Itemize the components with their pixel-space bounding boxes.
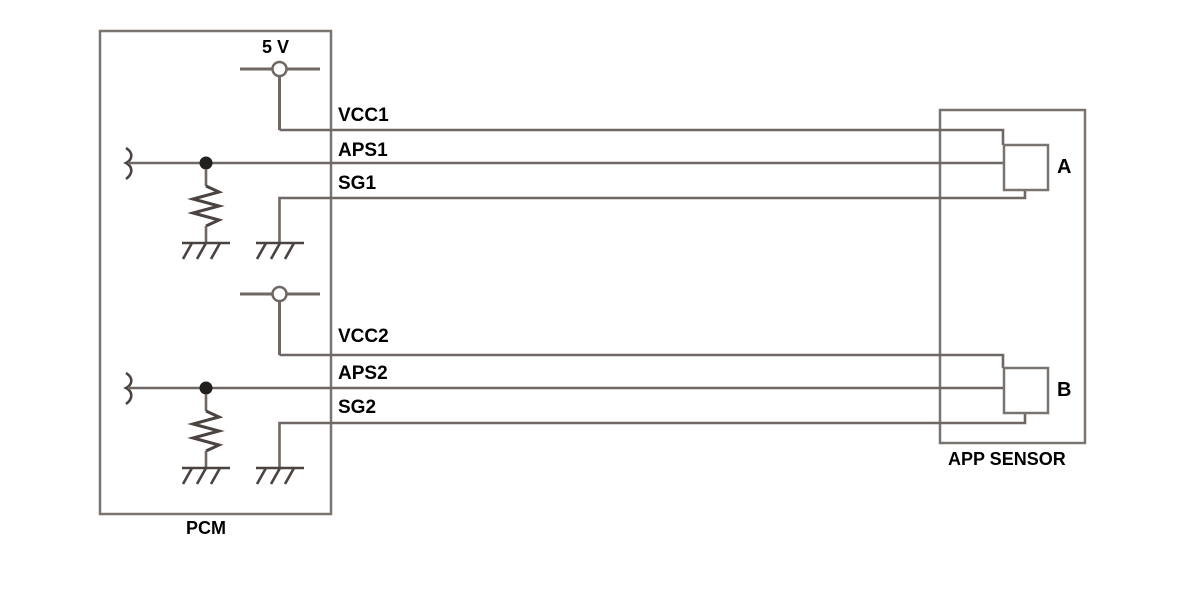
ground-symbol-1 <box>181 241 230 260</box>
pin-label-sg2: SG2 <box>338 397 377 418</box>
wire-net-sg1 <box>278 190 1027 243</box>
app-sensor-enclosure <box>938 108 1087 445</box>
pin-label-aps1: APS1 <box>338 140 388 161</box>
supply-terminal-circle-2 <box>271 285 288 303</box>
sensor-label-b: B <box>1057 379 1072 401</box>
ground-symbol-3 <box>181 466 230 485</box>
supply-label-5v: 5 V <box>262 37 290 57</box>
sensor-element-a <box>1002 143 1050 192</box>
pin-label-aps2: APS2 <box>338 363 388 384</box>
resistor-1 <box>187 169 225 243</box>
supply-node-5v-1 <box>240 60 320 78</box>
pin-label-vcc2: VCC2 <box>338 326 389 347</box>
resistor-2 <box>187 394 225 468</box>
wire-break-squiggle-1 <box>123 146 133 181</box>
pin-label-sg1: SG1 <box>338 173 377 194</box>
junction-dot-1 <box>199 156 213 170</box>
pcm-enclosure <box>98 29 333 516</box>
ground-symbol-2 <box>255 241 304 260</box>
block-label-app-sensor: APP SENSOR <box>948 449 1066 469</box>
wire-net-vcc1 <box>279 128 1005 145</box>
wire-break-squiggle-2 <box>123 371 133 406</box>
pin-label-vcc1: VCC1 <box>338 105 389 126</box>
supply-node-5v-2 <box>240 285 320 303</box>
wire-net-sg2 <box>278 413 1027 468</box>
block-label-pcm: PCM <box>186 518 226 538</box>
junction-dot-2 <box>199 381 213 395</box>
ground-symbol-4 <box>255 466 304 485</box>
sensor-element-b <box>1002 366 1050 415</box>
wire-net-vcc2 <box>279 353 1005 368</box>
sensor-label-a: A <box>1057 156 1072 178</box>
supply-terminal-circle-1 <box>271 60 288 78</box>
